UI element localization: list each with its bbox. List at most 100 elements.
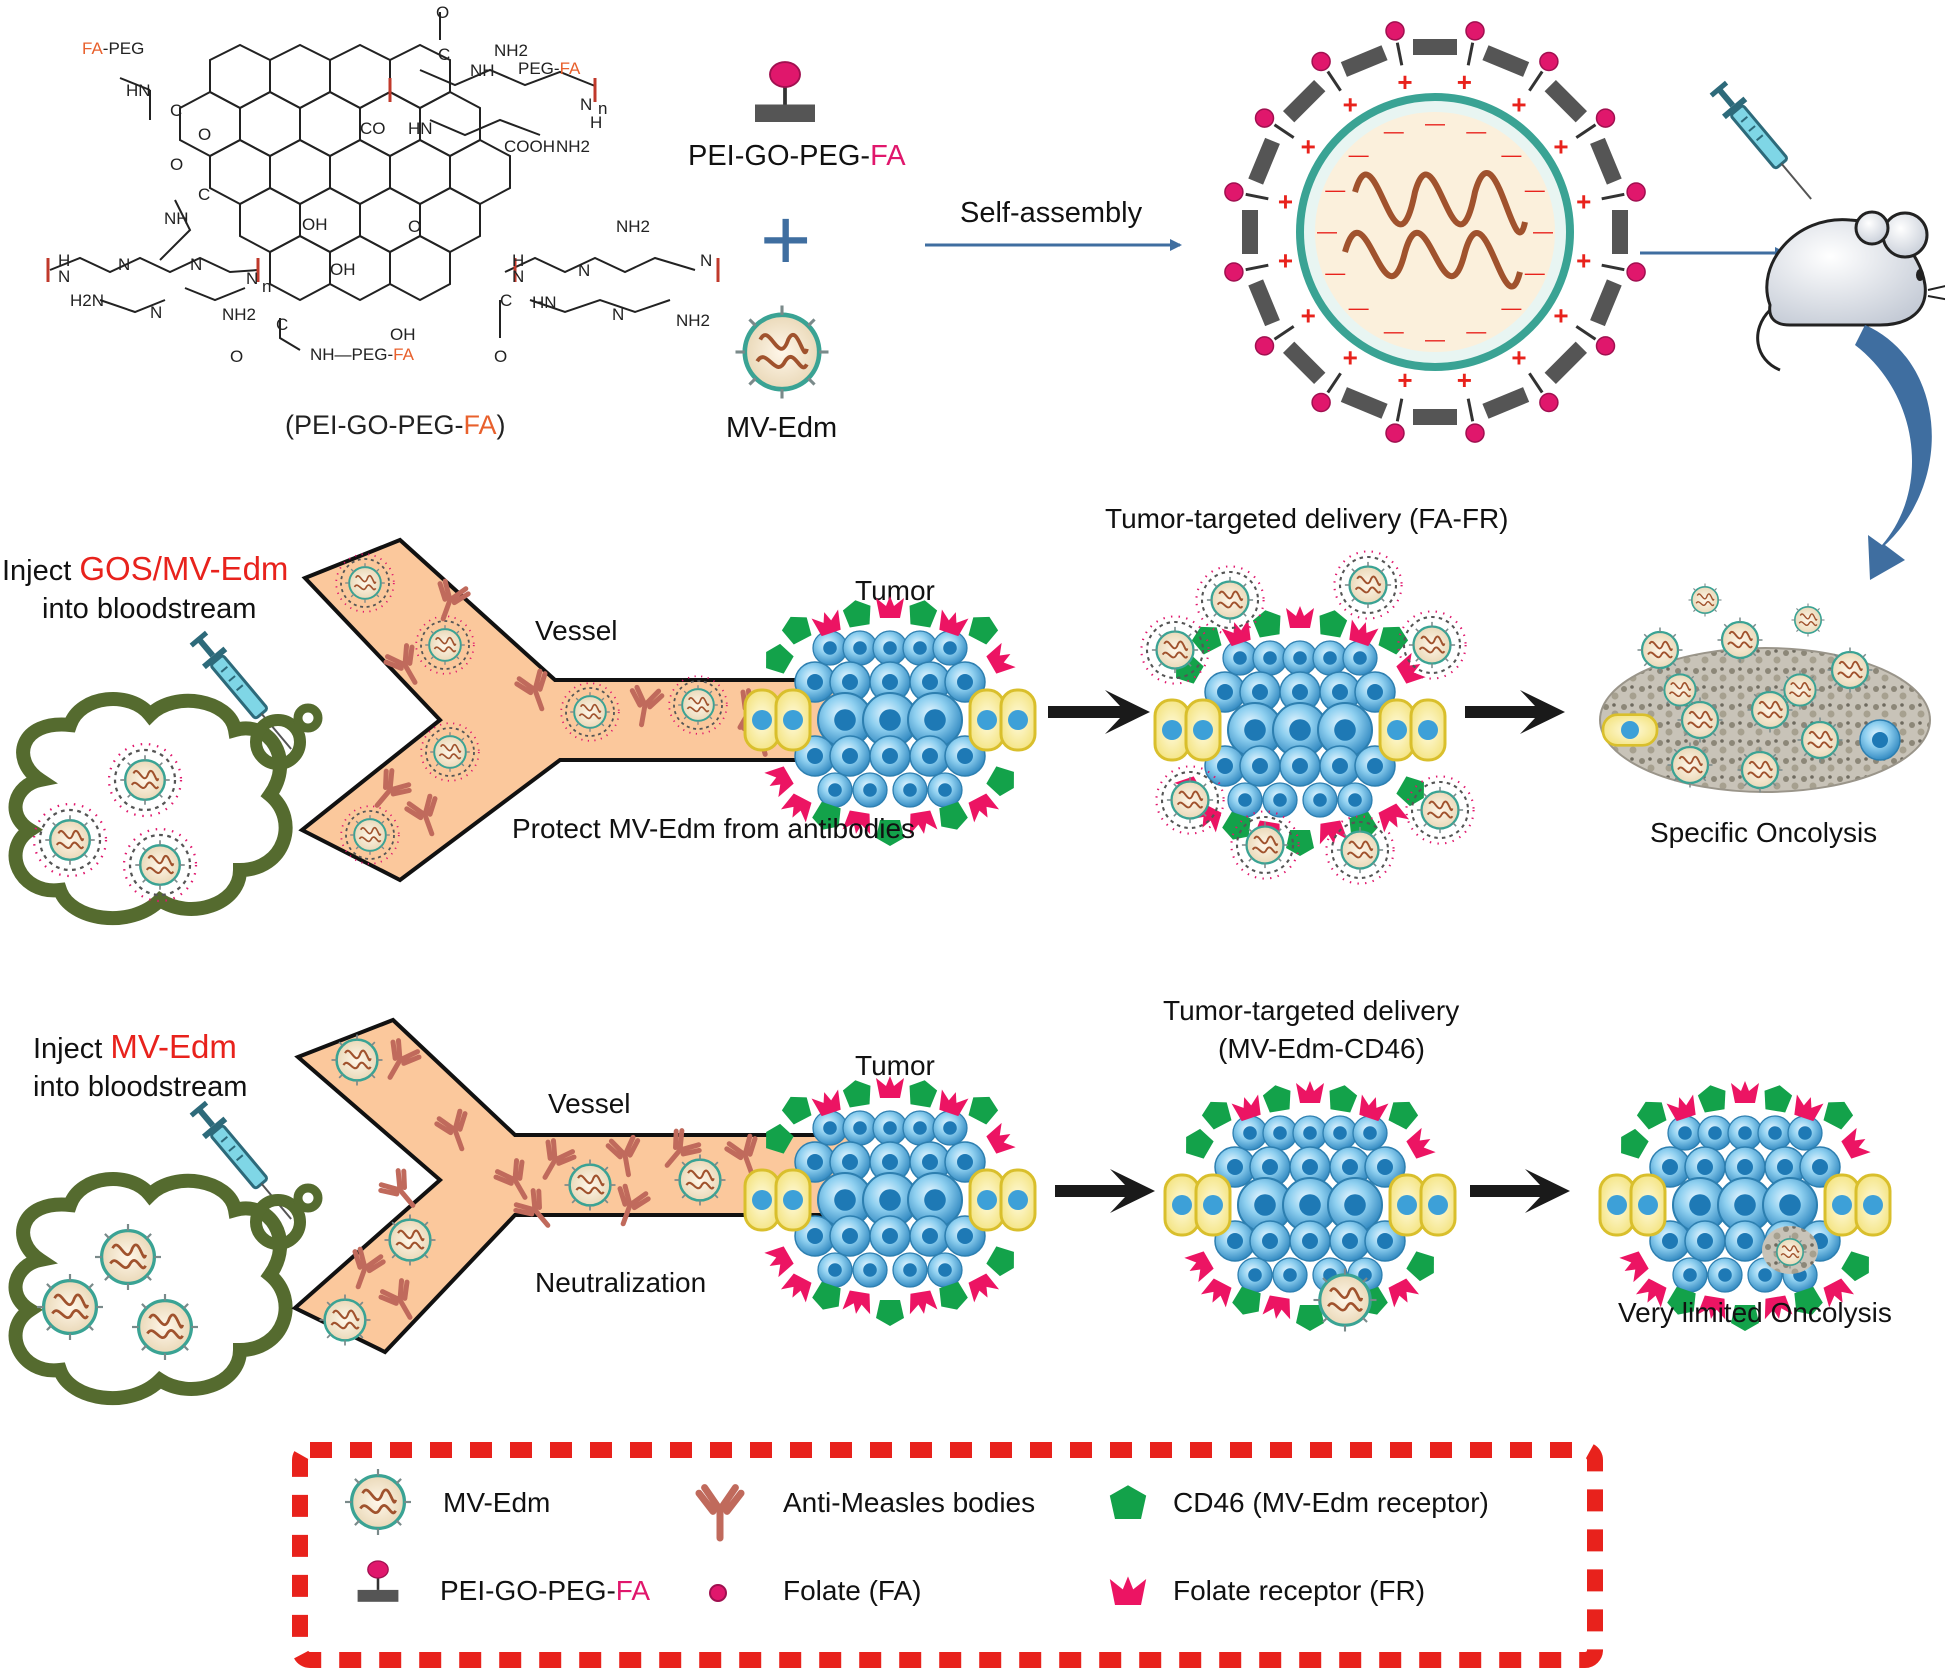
row2-outcome: Very limited Oncolysis xyxy=(1618,1297,1892,1328)
folate-stem xyxy=(1575,123,1597,139)
svg-text:N: N xyxy=(700,251,712,270)
tumor-cell xyxy=(817,772,853,808)
row2-inject-sub: into bloodstream xyxy=(33,1071,247,1103)
row2-vessel xyxy=(291,1017,862,1355)
svg-text:O: O xyxy=(170,155,183,174)
charge-minus: — xyxy=(1325,262,1345,284)
cd46-receptor xyxy=(778,1090,816,1127)
folate-dot xyxy=(1385,423,1405,443)
mouse-icon xyxy=(1756,210,1945,372)
folate-receptor xyxy=(1345,617,1380,648)
go-sheet xyxy=(1413,409,1457,425)
row1-vessel xyxy=(298,537,862,883)
legend-label: CD46 (MV-Edm receptor) xyxy=(1173,1487,1489,1518)
svg-text:C: C xyxy=(170,101,182,120)
tumor-cell xyxy=(1232,1115,1268,1151)
tumor-cell xyxy=(1724,1220,1766,1262)
tumor-cell xyxy=(1329,1220,1371,1262)
cd46-receptor xyxy=(1819,1095,1857,1132)
legend-item-sheet: PEI-GO-PEG-FA xyxy=(356,1559,650,1606)
row1-syringe-icon xyxy=(185,626,304,760)
legend-label: PEI-GO-PEG-FA xyxy=(440,1575,650,1606)
normal-cell xyxy=(1163,1173,1201,1237)
svg-text:OH: OH xyxy=(330,260,356,279)
normal-cell xyxy=(743,688,781,752)
svg-text:NH: NH xyxy=(470,61,495,80)
tumor-cell xyxy=(909,735,951,777)
folate-receptor xyxy=(1296,1081,1324,1103)
go-sheet xyxy=(1340,45,1388,77)
svg-text:N: N xyxy=(512,267,524,286)
tumor-cell xyxy=(1237,1257,1273,1293)
legend-item-antibody: Anti-Measles bodies xyxy=(699,1487,1035,1538)
svg-text:H: H xyxy=(590,113,602,132)
cd46-receptor xyxy=(906,1077,939,1109)
charge-plus: + xyxy=(1397,365,1412,395)
normal-cell xyxy=(774,688,812,752)
top-syringe-icon xyxy=(1705,76,1824,210)
svg-text:COOH: COOH xyxy=(504,137,555,156)
go-sheet xyxy=(1612,210,1628,254)
folate-receptor xyxy=(1262,1294,1294,1322)
charge-plus: + xyxy=(1553,300,1568,330)
tumor-cell xyxy=(892,772,928,808)
svg-text:NH2: NH2 xyxy=(494,41,528,60)
folate-receptor xyxy=(935,607,970,638)
row1-caption: Protect MV-Edm from antibodies xyxy=(512,813,915,844)
folate-receptor xyxy=(810,1087,845,1118)
folate-dot xyxy=(1224,182,1244,202)
charge-minus: — xyxy=(1466,121,1486,143)
svg-text:H: H xyxy=(58,251,70,270)
normal-cell xyxy=(1378,698,1416,762)
svg-text:O: O xyxy=(198,125,211,144)
normal-cell xyxy=(774,1168,812,1232)
tumor-cell xyxy=(842,1110,878,1146)
svg-text:C: C xyxy=(438,45,450,64)
folate-stem xyxy=(1326,372,1342,394)
charge-plus: + xyxy=(1301,300,1316,330)
tumor-cell xyxy=(829,1215,871,1257)
row2-inject-label: Inject MV-Edm xyxy=(33,1028,237,1065)
charge-minus: — xyxy=(1325,180,1345,202)
go-sheet xyxy=(1544,79,1588,123)
cd46-receptor xyxy=(778,610,816,647)
folate-receptor xyxy=(762,762,796,799)
tumor-cell xyxy=(927,772,963,808)
svg-text:HN: HN xyxy=(408,119,433,138)
svg-text:n: n xyxy=(598,99,607,118)
svg-text:HN: HN xyxy=(126,81,151,100)
charge-minus: — xyxy=(1349,297,1369,319)
row2-limited-tumor xyxy=(1598,1081,1892,1331)
folate-stem xyxy=(1326,70,1342,92)
folate-dot xyxy=(1311,392,1331,413)
folate-stem xyxy=(1395,42,1404,66)
charge-plus: + xyxy=(1397,67,1412,97)
normal-cell xyxy=(743,1168,781,1232)
tumor-cell xyxy=(1727,1115,1763,1151)
row2-arrow-2 xyxy=(1470,1169,1570,1213)
tumor-cell xyxy=(909,1215,951,1257)
svg-text:N: N xyxy=(58,267,70,286)
charge-minus: — xyxy=(1525,180,1545,202)
charge-minus: — xyxy=(1425,329,1445,351)
normal-cell xyxy=(1194,1173,1232,1237)
row2-arrow-1 xyxy=(1055,1169,1155,1213)
cd46-receptor xyxy=(841,1077,874,1109)
tumor-cell xyxy=(1352,1115,1388,1151)
peigo-sheet-label: PEI-GO-PEG-FA xyxy=(688,140,906,172)
folate-stem xyxy=(1466,398,1475,422)
cd46-receptor xyxy=(1316,607,1349,639)
row2-cloud xyxy=(8,1172,323,1406)
go-sheet xyxy=(1413,39,1457,55)
cd46-receptor xyxy=(1696,1082,1729,1114)
row1-oncolysis xyxy=(1599,582,1931,794)
svg-text:OH: OH xyxy=(302,215,328,234)
tumor-cell xyxy=(932,1110,968,1146)
charge-minus: — xyxy=(1317,221,1337,243)
normal-cell xyxy=(1419,1173,1457,1237)
folate-stem xyxy=(1528,372,1544,394)
svg-text:N: N xyxy=(246,269,258,288)
row1-tumor-label: Tumor xyxy=(855,575,935,606)
go-sheet xyxy=(1544,341,1588,385)
cd46-receptor xyxy=(1384,1095,1422,1132)
